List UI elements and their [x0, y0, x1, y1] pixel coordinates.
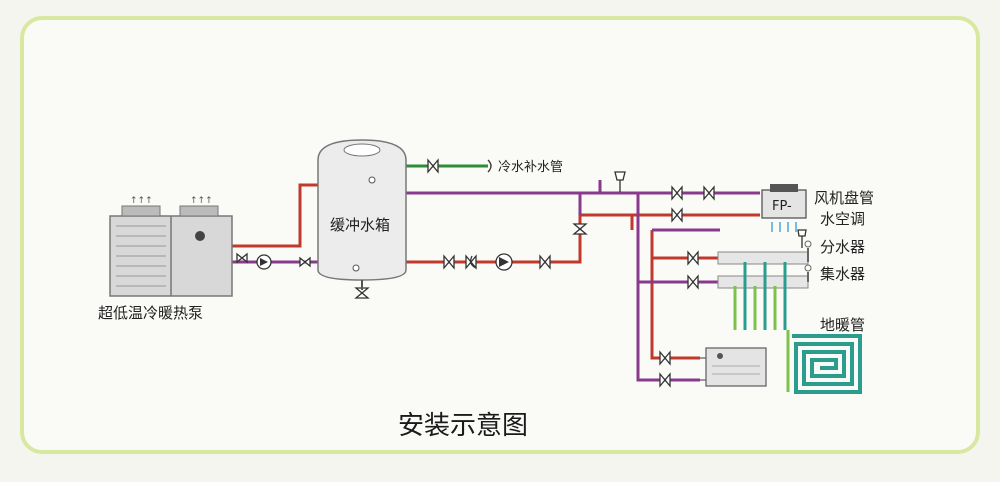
- svg-text:↑↑↑: ↑↑↑: [190, 196, 213, 206]
- water-ac-label: 水空调: [820, 210, 865, 228]
- fan-coil-unit: [761, 184, 807, 232]
- diagram-frame: [20, 16, 980, 454]
- water-collector-label: 集水器: [820, 265, 865, 283]
- pipe-supply-header: [404, 213, 760, 264]
- water-distributor-label: 分水器: [820, 238, 865, 256]
- diagram-title: 安装示意图: [398, 411, 528, 441]
- radiator-unit: [705, 347, 767, 387]
- cold-water-makeup-label: 冷水补水管: [498, 160, 563, 175]
- circulation-pumps: [256, 253, 513, 271]
- buffer-tank: [317, 139, 407, 290]
- fp-badge: FP-: [772, 199, 792, 214]
- water-distributor-manifold: [717, 251, 809, 265]
- buffer-tank-label: 缓冲水箱: [330, 216, 390, 234]
- pipes: [232, 164, 760, 382]
- air-vents: [470, 159, 807, 269]
- floor-heating-pipe-label: 地暖管: [820, 316, 865, 334]
- water-collector-manifold: [717, 275, 809, 289]
- heat-pump-label: 超低温冷暖热泵: [98, 304, 203, 322]
- floor-loop-leads: [733, 262, 787, 330]
- fan-coil-label: 风机盘管: [814, 189, 874, 207]
- floor-heating-coil: [786, 330, 862, 394]
- pipe-riser-return: [636, 193, 700, 382]
- pipe-pump-to-tank: [232, 183, 318, 248]
- svg-text:↑↑↑: ↑↑↑: [130, 196, 153, 206]
- heat-pump-unit: ↑↑↑ ↑↑↑: [109, 196, 233, 297]
- pipe-riser-supply: [650, 230, 700, 360]
- valves: [236, 158, 715, 388]
